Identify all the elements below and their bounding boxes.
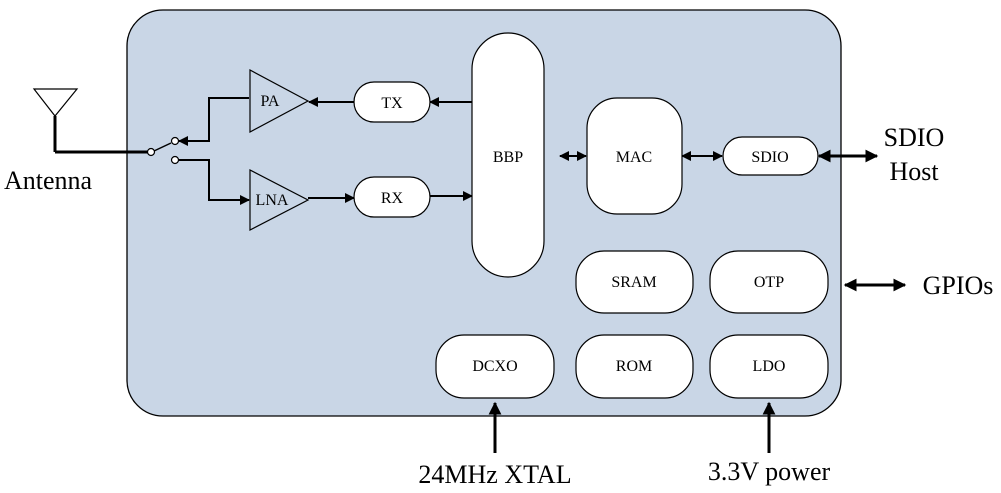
pa-label: PA — [261, 93, 280, 110]
sram-label: SRAM — [611, 274, 656, 291]
bbp-label: BBP — [493, 149, 523, 166]
antenna-label: Antenna — [4, 166, 93, 195]
lna-label: LNA — [256, 192, 289, 209]
rx-block: RX — [353, 176, 431, 218]
otp-label: OTP — [754, 274, 784, 291]
power-label: 3.3V power — [708, 457, 831, 486]
rom-block: ROM — [575, 334, 694, 399]
ldo-label: LDO — [753, 358, 786, 375]
sdio-host-label-line1: SDIO — [884, 123, 945, 152]
tx-label: TX — [381, 95, 403, 112]
sdio-host-label-line2: Host — [889, 157, 939, 186]
sdio-block: SDIO — [722, 136, 819, 176]
mac-label: MAC — [616, 149, 652, 166]
bbp-block: BBP — [471, 32, 545, 278]
lna-amplifier: LNA — [249, 169, 310, 231]
pa-amplifier: PA — [249, 68, 310, 134]
otp-block: OTP — [709, 250, 829, 314]
ldo-block: LDO — [709, 334, 829, 399]
sdio-label: SDIO — [751, 149, 788, 166]
rf-switch — [146, 136, 180, 165]
dcxo-block: DCXO — [435, 334, 555, 399]
antenna-icon — [32, 88, 148, 154]
dcxo-label: DCXO — [472, 358, 517, 375]
rx-label: RX — [381, 190, 404, 207]
gpios-label: GPIOs — [923, 271, 994, 300]
rom-label: ROM — [616, 358, 652, 375]
xtal-label: 24MHz XTAL — [418, 460, 571, 489]
external-arrows — [488, 149, 907, 453]
sram-block: SRAM — [575, 250, 694, 314]
signal-lines — [178, 97, 723, 205]
mac-block: MAC — [586, 97, 683, 215]
tx-block: TX — [353, 81, 431, 123]
